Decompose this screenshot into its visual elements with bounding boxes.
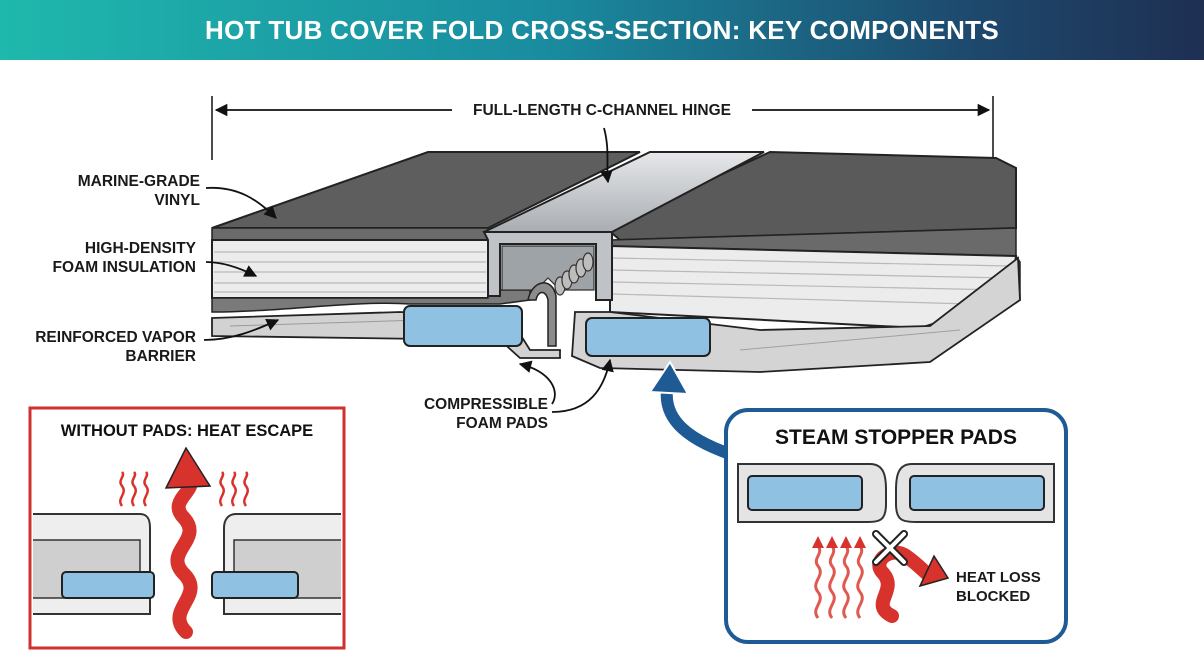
vinyl-label-line2: VINYL — [154, 192, 200, 209]
vinyl-label-line1: MARINE-GRADE — [77, 173, 200, 190]
right-foam-pad — [585, 317, 711, 357]
hinge-label: FULL-LENGTH C-CHANNEL HINGE — [452, 101, 752, 120]
foam-label-line2: FOAM INSULATION — [52, 259, 196, 276]
c-channel-hinge — [482, 151, 765, 347]
foam-label-line1: HIGH-DENSITY — [84, 240, 196, 257]
blocked-x-icon — [872, 530, 908, 566]
hinge-pointer — [600, 127, 613, 184]
page-title: HOT TUB COVER FOLD CROSS-SECTION: KEY CO… — [205, 15, 999, 45]
without-pads-title: WITHOUT PADS: HEAT ESCAPE — [60, 422, 314, 440]
heat-blocked-line1: HEAT LOSS — [956, 569, 1041, 586]
left-panel — [211, 151, 641, 359]
title-banner: HOT TUB COVER FOLD CROSS-SECTION: KEY CO… — [0, 0, 1204, 60]
left-foam-core — [211, 239, 489, 299]
vapor-pointer — [203, 318, 280, 341]
pads-label-line1: COMPRESSIBLE — [423, 396, 548, 413]
pads-pointer-right — [551, 358, 614, 413]
heat-blocked-line2: BLOCKED — [956, 588, 1031, 605]
vinyl-pointer — [205, 186, 277, 219]
vapor-label-line2: BARRIER — [125, 348, 196, 365]
left-foam-pad — [403, 305, 523, 347]
vapor-label-line1: REINFORCED VAPOR — [35, 329, 196, 346]
foam-pointer — [205, 261, 258, 277]
hinge-dimension-line — [211, 96, 994, 160]
heat-escape-arrow — [170, 471, 198, 639]
pads-pointer-left — [518, 360, 556, 405]
steam-stopper-panel — [724, 408, 1068, 644]
steam-stopper-title: STEAM STOPPER PADS — [775, 426, 1017, 449]
pads-label-line2: FOAM PADS — [456, 415, 548, 432]
without-pads-panel — [28, 406, 346, 650]
